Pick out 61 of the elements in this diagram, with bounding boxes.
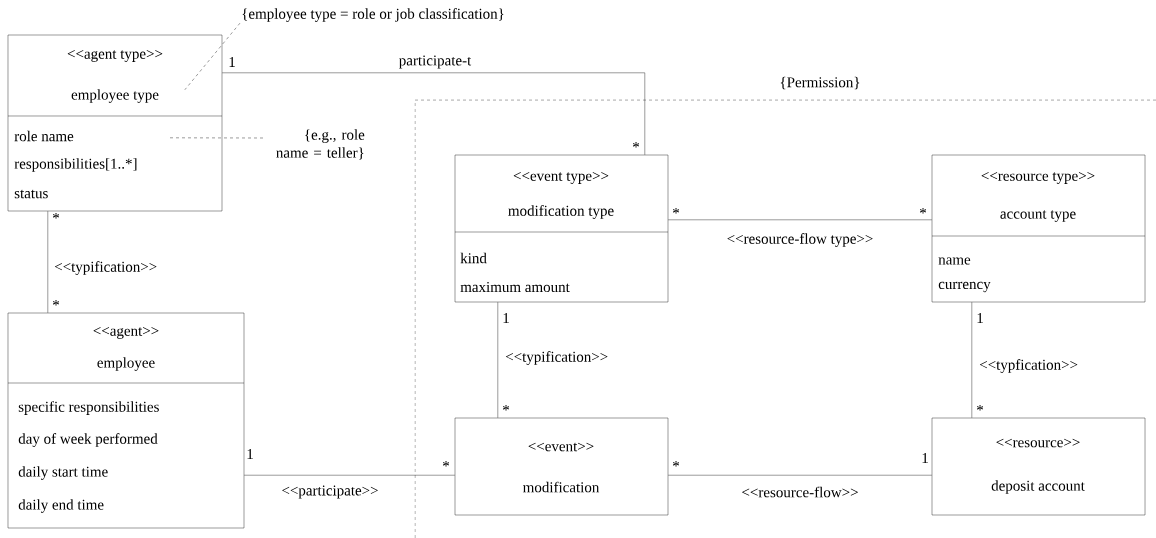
association-line <box>971 302 972 418</box>
constraint-note: {e.g., role name = teller} <box>276 129 365 160</box>
class-box <box>454 154 669 303</box>
class-name: employee type <box>71 89 159 103</box>
multiplicity-label: * <box>977 405 984 411</box>
multiplicity-label: 1 <box>977 313 983 323</box>
constraint-note: {employee type = role or job classification} <box>242 8 504 22</box>
class-name: employee <box>97 357 155 371</box>
attribute-text: kind <box>460 252 487 264</box>
class-name: account type <box>1000 210 1076 222</box>
edge-label: <<typification>> <box>53 260 159 276</box>
attribute-text: daily end time <box>18 499 104 513</box>
attribute-text: maximum amount <box>460 281 570 293</box>
association-line <box>222 72 645 155</box>
class-box <box>7 34 223 212</box>
stereotype-label: <<agent type>> <box>67 50 163 62</box>
attribute-text: currency <box>938 281 991 293</box>
class-box <box>931 417 1146 516</box>
class-box <box>454 417 669 516</box>
class-box <box>7 312 245 529</box>
attribute-text: status <box>14 189 48 199</box>
attribute-text: name <box>938 257 971 265</box>
leader-line <box>169 137 264 139</box>
edge-label: <<resource-flow>> <box>740 485 860 499</box>
edge-label: <<participate>> <box>280 484 380 500</box>
edge-label: <<typfication>> <box>978 358 1080 374</box>
attribute-text: responsibilities[1..*] <box>14 158 137 172</box>
edge-label: participate-t <box>397 54 473 70</box>
constraint-label: {Permission} <box>780 76 860 90</box>
multiplicity-label: 1 <box>229 57 235 67</box>
multiplicity-label: * <box>920 208 927 214</box>
association-line <box>244 475 455 476</box>
multiplicity-label: * <box>503 405 510 411</box>
class-box <box>931 154 1146 303</box>
multiplicity-label: 1 <box>503 313 509 323</box>
multiplicity-label: * <box>443 461 450 467</box>
attribute-text: day of week performed <box>18 433 158 447</box>
multiplicity-label: * <box>53 300 60 306</box>
association-line <box>668 219 932 220</box>
class-name: deposit account <box>991 480 1085 494</box>
multiplicity-label: * <box>673 208 680 214</box>
multiplicity-label: * <box>633 142 640 148</box>
multiplicity-label: * <box>673 461 680 467</box>
attribute-text: role name <box>14 130 74 142</box>
class-name: modification <box>523 481 600 493</box>
stereotype-label: <<event type>> <box>513 172 609 184</box>
edge-label: <<typification>> <box>504 350 610 366</box>
association-line <box>668 475 932 476</box>
stereotype-label: <<resource type>> <box>981 172 1095 184</box>
association-line <box>47 211 48 313</box>
multiplicity-label: 1 <box>922 453 928 463</box>
attribute-text: specific responsibilities <box>18 401 159 415</box>
edge-label: <<resource-flow type>> <box>725 232 875 248</box>
stereotype-label: <<event>> <box>528 442 594 452</box>
association-line <box>497 302 498 418</box>
class-name: modification type <box>508 205 614 219</box>
attribute-text: daily start time <box>18 466 108 480</box>
multiplicity-label: * <box>53 213 60 219</box>
stereotype-label: <<agent>> <box>93 327 159 339</box>
stereotype-label: <<resource>> <box>996 438 1080 448</box>
leader-line <box>184 22 241 90</box>
